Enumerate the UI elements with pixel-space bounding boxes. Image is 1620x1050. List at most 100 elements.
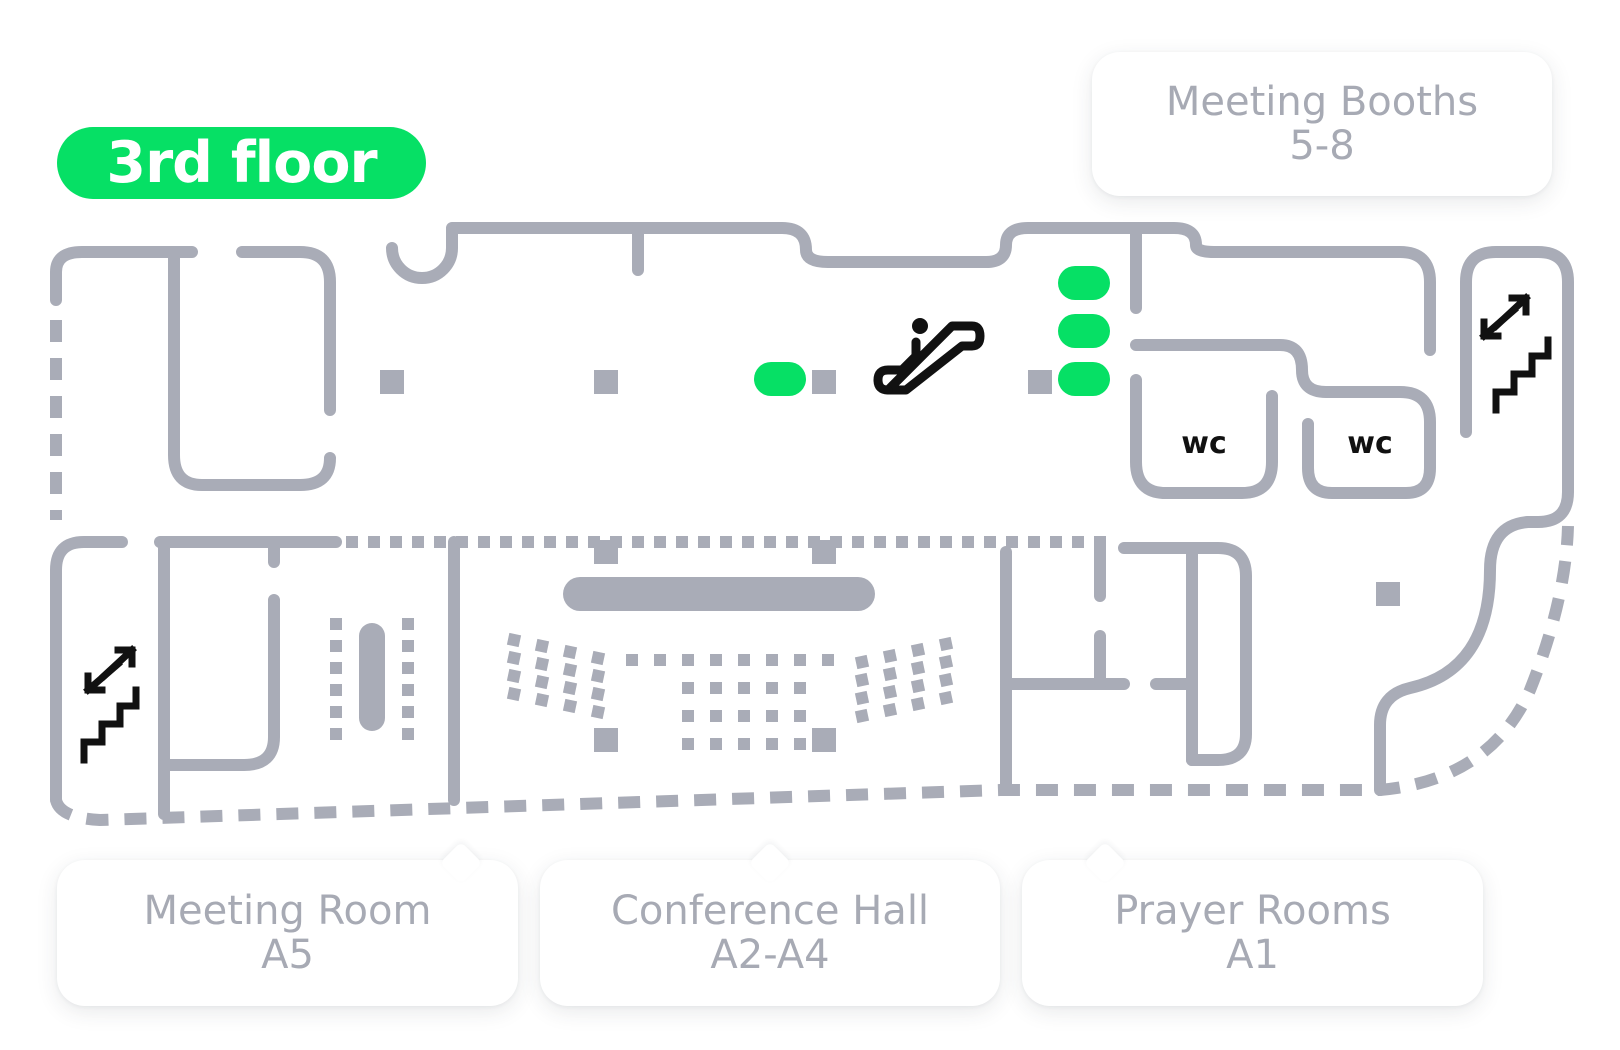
seat <box>590 650 606 666</box>
wall-segment <box>50 246 198 306</box>
wall-segment <box>236 246 336 416</box>
seat <box>738 654 750 666</box>
dashed-wall <box>50 525 1574 827</box>
seat <box>682 654 694 666</box>
seat <box>882 648 898 664</box>
wall-segment <box>1118 542 1252 766</box>
seat <box>710 654 722 666</box>
seat <box>562 680 578 696</box>
seat <box>534 638 550 654</box>
green-marker <box>1058 266 1110 300</box>
column <box>594 370 618 394</box>
seat <box>402 728 414 740</box>
seat <box>766 738 778 750</box>
seat <box>794 710 806 722</box>
seat <box>738 738 750 750</box>
seat <box>402 684 414 696</box>
stairs-icon <box>80 645 140 764</box>
seat <box>330 728 342 740</box>
seat <box>794 682 806 694</box>
seat <box>590 668 606 684</box>
seat <box>402 618 414 630</box>
green-marker <box>1058 362 1110 396</box>
card-code: A2-A4 <box>710 932 830 978</box>
seat <box>330 618 342 630</box>
seat <box>710 738 722 750</box>
column <box>812 728 836 752</box>
seat <box>402 662 414 674</box>
seat <box>682 710 694 722</box>
meeting-booths-card[interactable]: Meeting Booths 5-8 <box>1092 52 1552 196</box>
card-code: 5-8 <box>1289 123 1355 169</box>
wall-segment <box>1130 339 1436 499</box>
seat <box>506 650 522 666</box>
seat <box>910 696 926 712</box>
seat <box>330 684 342 696</box>
card-code: A1 <box>1226 932 1279 978</box>
seat <box>330 706 342 718</box>
wall-segment <box>1374 516 1534 796</box>
escalator-icon <box>873 318 985 395</box>
wall-segment <box>168 246 336 491</box>
wall-segment <box>1130 374 1278 499</box>
floor-badge: 3rd floor <box>57 127 426 199</box>
seating <box>330 618 954 750</box>
seat <box>938 636 954 652</box>
seat <box>854 708 870 724</box>
seat <box>506 686 522 702</box>
seat <box>682 682 694 694</box>
seat <box>562 698 578 714</box>
seat <box>738 710 750 722</box>
seat <box>710 710 722 722</box>
seat <box>710 682 722 694</box>
seat <box>766 654 778 666</box>
wall-segment <box>50 536 128 806</box>
card-code: A5 <box>261 932 314 978</box>
card-title: Meeting Booths <box>1165 79 1479 125</box>
column <box>1376 582 1400 606</box>
seat <box>794 654 806 666</box>
seat <box>854 690 870 706</box>
seat <box>534 656 550 672</box>
seat <box>590 686 606 702</box>
seat <box>562 644 578 660</box>
seat <box>938 690 954 706</box>
seat <box>794 738 806 750</box>
seat <box>938 672 954 688</box>
column <box>812 370 836 394</box>
column <box>1028 370 1052 394</box>
seat <box>882 702 898 718</box>
seat <box>938 654 954 670</box>
seat <box>854 654 870 670</box>
seat <box>590 704 606 720</box>
stairs-icon <box>1479 293 1552 414</box>
green-marker <box>1058 314 1110 348</box>
seat <box>534 692 550 708</box>
card-title: Prayer Rooms <box>1114 888 1391 934</box>
wc-label: wc <box>1181 426 1227 461</box>
seat <box>882 684 898 700</box>
seat <box>402 706 414 718</box>
seat <box>910 660 926 676</box>
conference-hall-card[interactable]: Conference Hall A2-A4 <box>540 841 1000 1006</box>
seat <box>738 682 750 694</box>
column <box>594 540 618 564</box>
seat <box>506 632 522 648</box>
wall-segment <box>1460 246 1574 528</box>
card-title: Meeting Room <box>143 888 432 934</box>
green-marker <box>754 362 806 396</box>
card-title: Conference Hall <box>610 888 930 934</box>
seat <box>910 678 926 694</box>
wall-segment <box>158 594 280 771</box>
seat <box>562 662 578 678</box>
seat <box>822 654 834 666</box>
seat <box>882 666 898 682</box>
meeting-room-card[interactable]: Meeting Room A5 <box>57 841 518 1006</box>
seat <box>766 710 778 722</box>
prayer-rooms-card[interactable]: Prayer Rooms A1 <box>1022 841 1483 1006</box>
seat <box>402 640 414 652</box>
wall-segment <box>386 222 1436 356</box>
seat <box>330 640 342 652</box>
seat <box>626 654 638 666</box>
seat <box>330 662 342 674</box>
